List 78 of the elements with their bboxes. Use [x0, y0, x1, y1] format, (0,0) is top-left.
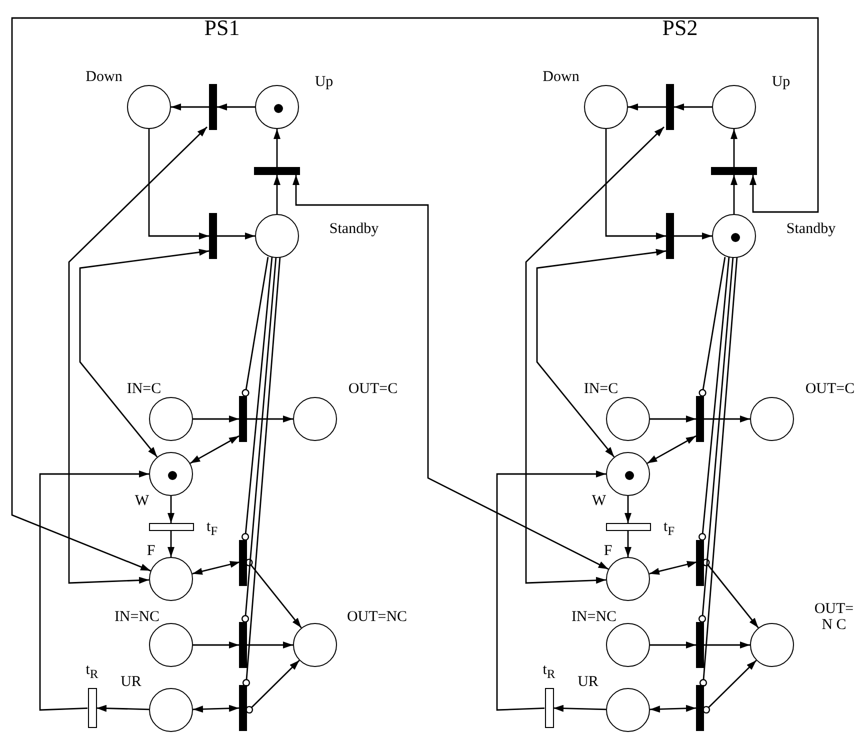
arc-arrow	[646, 435, 696, 464]
place-label: IN=C	[126, 381, 162, 397]
arc-arrow	[628, 104, 666, 110]
arc-arrow	[39, 470, 149, 711]
arc-arrow	[193, 416, 239, 422]
place-label: Down	[542, 69, 580, 85]
arc-arrow	[496, 470, 606, 711]
arc-arrow	[171, 104, 209, 110]
arc-arrow	[650, 416, 696, 422]
arc-arrow	[96, 704, 150, 712]
arc-arrow	[702, 660, 757, 714]
transition-label: t$_{F}$	[206, 519, 218, 539]
place-label: Up	[772, 74, 790, 90]
arc-arrow	[650, 642, 696, 648]
place-label: OUT=NC	[346, 609, 408, 625]
inhibitor-arc	[699, 256, 738, 687]
place-label: OUT=C	[348, 381, 398, 397]
inhibitor-arc	[242, 256, 273, 541]
arc-arrow	[649, 561, 698, 575]
place-label: UR	[578, 674, 598, 690]
arc-arrow	[674, 232, 712, 240]
place-label: IN=NC	[114, 609, 160, 625]
place-label: W	[592, 493, 606, 509]
arc-arrow	[525, 126, 664, 584]
place-label: Standby	[786, 221, 836, 237]
arc-arrow	[624, 531, 632, 557]
arc-arrow	[168, 496, 174, 523]
place-label: Standby	[329, 221, 379, 237]
arc-arrow	[68, 126, 208, 584]
place-label: OUT=C	[805, 381, 855, 397]
arc-arrow	[292, 175, 609, 570]
place-label: IN=NC	[571, 609, 617, 625]
arc-arrow	[702, 558, 759, 628]
inhibitor-arc	[698, 256, 726, 397]
place-label: Up	[314, 74, 334, 90]
arc-arrow	[192, 704, 240, 713]
transition-label: t$_{R}$	[542, 662, 556, 682]
arc-arrow	[192, 561, 240, 575]
place-label: OUT=N C	[813, 601, 855, 633]
arc-arrow	[79, 248, 210, 458]
arc-arrow	[148, 129, 209, 240]
arc-arrow	[704, 642, 750, 648]
arc-arrow	[730, 129, 738, 167]
arc-arrow	[624, 496, 632, 523]
arc-arrow	[553, 704, 606, 712]
arc-arrow	[650, 704, 696, 713]
arc-arrow	[245, 558, 302, 628]
arc-arrow	[217, 104, 255, 110]
place-label: F	[146, 543, 156, 559]
inhibitor-arc	[242, 256, 281, 687]
arc-arrow	[274, 175, 280, 214]
arc-arrow	[193, 642, 239, 648]
section-title: PS1	[204, 15, 240, 41]
arc-arrow	[168, 531, 174, 557]
arc-arrow	[274, 129, 280, 167]
transition-label: t$_{F}$	[663, 519, 675, 539]
arc-arrow	[536, 248, 666, 458]
place-label: W	[134, 493, 150, 509]
inhibitor-arc	[242, 256, 269, 397]
arc-arrow	[247, 642, 293, 648]
transition-label: t$_{R}$	[86, 662, 98, 682]
inhibitor-arc	[698, 256, 734, 623]
arc-arrow	[11, 17, 819, 572]
arc-arrow	[247, 416, 293, 422]
inhibitor-arc	[698, 256, 730, 541]
place-label: UR	[120, 674, 142, 690]
arc-arrow	[190, 435, 240, 464]
place-label: F	[604, 543, 612, 559]
inhibitor-arc	[241, 256, 277, 623]
arc-arrow	[605, 129, 666, 240]
place-label: IN=C	[584, 381, 618, 397]
arc-arrow	[704, 416, 750, 422]
arc-arrow	[217, 232, 255, 240]
arc-arrow	[674, 104, 712, 110]
place-label: Down	[86, 69, 122, 85]
section-title: PS2	[662, 15, 698, 41]
arc-arrow	[245, 660, 300, 714]
arc-arrow	[730, 175, 738, 214]
